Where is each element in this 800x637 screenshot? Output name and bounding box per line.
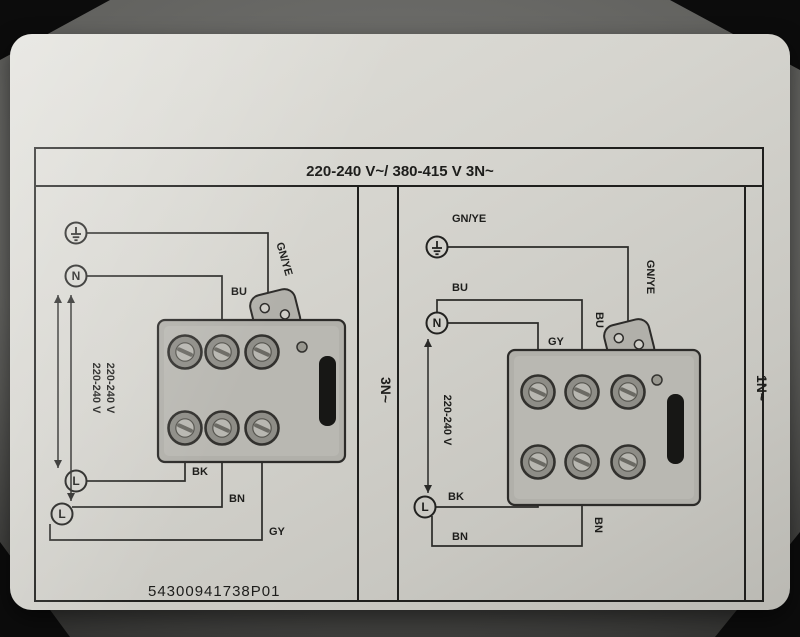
wire-label-gy: GY [548,336,565,348]
voltage-label: 220-240 V [104,363,116,414]
wire-bu-right [436,299,583,352]
terminal-screw [564,444,600,480]
terminal-screw [610,444,646,480]
wire-label-gnye-side: GN/YE [644,260,656,294]
wire-gnye-right [447,246,629,330]
wire-label-bn-bottom: BN [452,531,468,543]
part-number: 54300941738P01 [148,583,280,600]
jumper-slot [319,356,336,426]
terminal-screw [244,410,280,446]
arrow-up-icon [67,295,75,303]
wire-label-gnye: GN/YE [273,241,294,277]
terminal-screw [244,334,280,370]
wire-bk-left [86,462,186,482]
terminal-screw [610,374,646,410]
neutral-node [425,311,449,335]
wire-bu-left [86,275,223,322]
line-node-1 [64,469,88,493]
wire-label-gnye-top: GN/YE [452,213,486,225]
terminal-screw [520,374,556,410]
arrow-up-icon [54,295,62,303]
voltage-label: 220-240 V [441,395,453,446]
jumper-slot [667,394,684,464]
wire-label-bu-side: BU [593,312,605,328]
wire-label-bn-side: BN [592,517,604,533]
terminal-screw [564,374,600,410]
small-screw-icon [296,341,308,353]
wire-label-gy: GY [269,526,286,538]
terminal-screw [520,444,556,480]
neutral-node [64,264,88,288]
wiring-label-sticker [10,34,790,610]
left-panel-name: 3N~ [378,377,394,403]
wire-gy-right [447,322,539,352]
arrow-up-icon [424,339,432,347]
wire-label-bk: BK [192,466,208,478]
line-node [413,495,437,519]
terminal-screw [167,334,203,370]
wire-bn-right [431,505,583,547]
terminal-screw [204,334,240,370]
wire-label-bk: BK [448,491,464,503]
wire-gy-left [49,462,263,541]
wire-label-bn: BN [229,493,245,505]
terminal-block-right [506,318,702,507]
arrow-down-icon [67,493,75,501]
line-node-label: L [421,500,428,514]
neutral-node-label: N [433,316,442,330]
wire-label-bu: BU [231,286,247,298]
arrow-down-icon [424,485,432,493]
wire-label-bu: BU [452,282,468,294]
header-title: 220-240 V~/ 380-415 V 3N~ [306,163,494,180]
arrow-down-icon [54,460,62,468]
line-node-1-label: L [72,474,79,488]
right-panel: N L 220-240 V GN/YE GN/YE BU BU GY BK BN… [413,213,702,547]
voltage-label: 220-240 V [90,363,102,414]
wire-bn-left [72,462,223,508]
left-panel: N L L 220-240 V 220-240 V GN/YE BU BK BN… [49,221,347,541]
small-screw-icon [651,374,663,386]
neutral-node-label: N [72,269,81,283]
line-node-2 [50,502,74,526]
terminal-block-left [156,288,347,464]
wire-gnye-left [86,232,269,298]
line-node-2-label: L [58,507,65,521]
terminal-screw [204,410,240,446]
earth-icon [425,235,449,259]
earth-icon [64,221,88,245]
right-panel-name: 1N~ [754,375,770,401]
terminal-screw [167,410,203,446]
